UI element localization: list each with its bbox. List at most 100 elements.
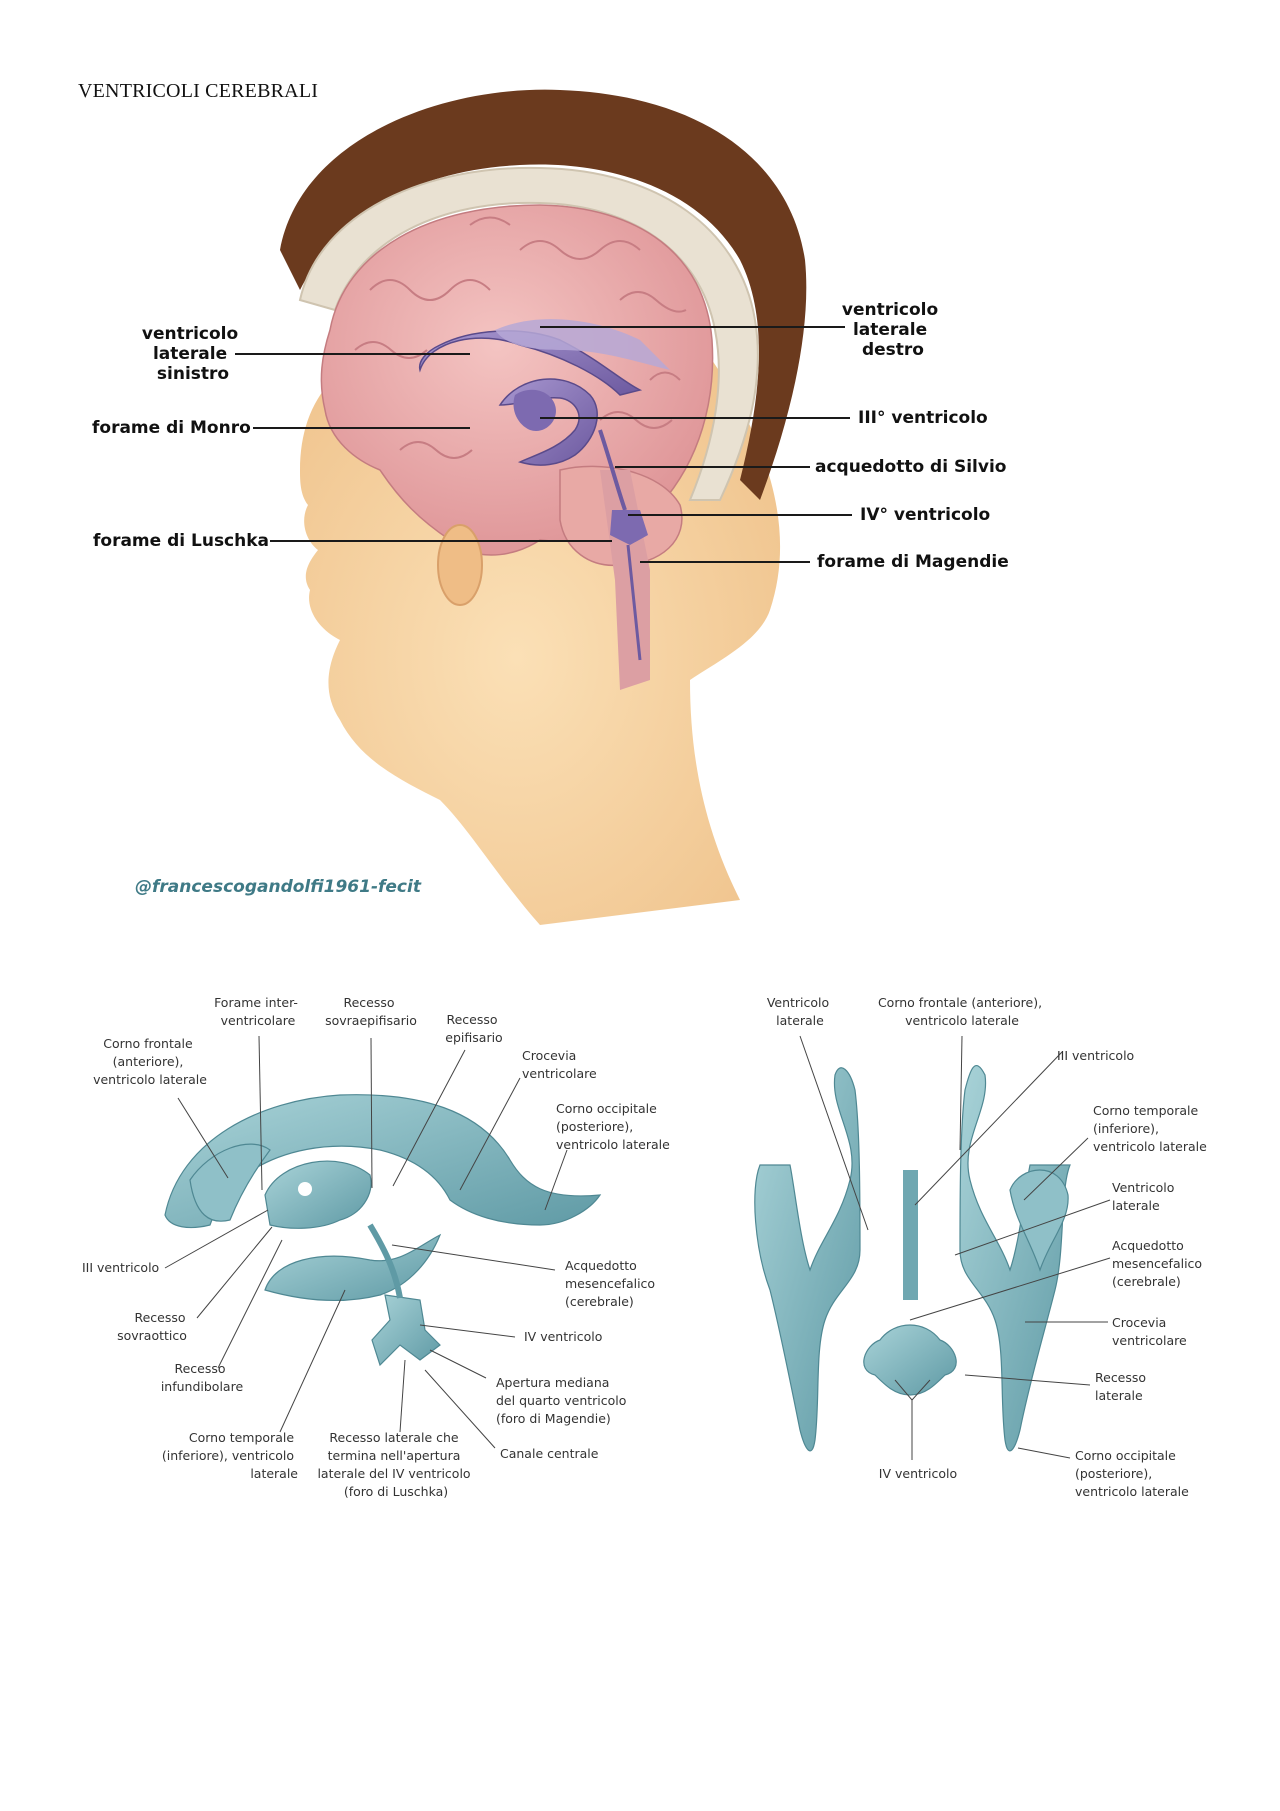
label-ventricolo-laterale-fig3-right-1: Ventricolo xyxy=(1112,1180,1174,1195)
label-ventricolo-laterale-fig3-2: laterale xyxy=(776,1013,824,1028)
svg-text:Corno temporale (inferio: Corno temporale (inferiore), ventricolo … xyxy=(1093,1103,1207,1154)
label-ventricolo-laterale-sinistro-1: ventricolo xyxy=(142,324,238,344)
figure1-leaders xyxy=(235,326,852,563)
label-apertura-mediana-2: del quarto ventricolo xyxy=(496,1393,626,1408)
label-corno-occipitale-fig3-2: (posteriore), xyxy=(1075,1466,1152,1481)
label-ventricolo-laterale-sinistro-3: sinistro xyxy=(157,364,229,384)
label-crocevia-fig3-1: Crocevia xyxy=(1112,1315,1166,1330)
label-apertura-mediana-1: Apertura mediana xyxy=(496,1375,609,1390)
label-canale-centrale: Canale centrale xyxy=(500,1446,599,1461)
svg-text:Recesso laterale che ter: Recesso laterale che termina nell'apertu… xyxy=(317,1430,474,1499)
figure2-leaders xyxy=(164,1035,568,1449)
label-recesso-sovraottico-1: Recesso xyxy=(134,1310,185,1325)
cast-frontal-horn xyxy=(189,1143,271,1222)
label-ventricolo-laterale-fig3-right-2: laterale xyxy=(1112,1198,1160,1213)
brain-gyri xyxy=(354,216,687,459)
label-corno-frontale-3: ventricolo laterale xyxy=(93,1072,207,1087)
svg-text:Recesso epifisario: Recesso epifisario xyxy=(445,1012,502,1045)
svg-text:Corno frontale (anteriore),: Corno frontale (anteriore), ventricolo l… xyxy=(878,995,1046,1028)
svg-text:Forame inter- ventricola: Forame inter- ventricolare xyxy=(214,995,302,1028)
head-hair xyxy=(280,89,807,500)
svg-text:Corno frontale (anterior: Corno frontale (anteriore), ventricolo l… xyxy=(93,1036,207,1087)
label-corno-temporale-fig3-1: Corno temporale xyxy=(1093,1103,1198,1118)
label-terzo-ventricolo-fig3: III ventricolo xyxy=(1057,1048,1134,1063)
label-corno-temporale-2: (inferiore), ventricolo xyxy=(162,1448,294,1463)
label-recesso-sovraepifisario-2: sovraepifisario xyxy=(325,1013,417,1028)
label-apertura-mediana-3: (foro di Magendie) xyxy=(496,1411,611,1426)
svg-text:Corno temporale (inferio: Corno temporale (inferiore), ventricolo … xyxy=(162,1430,298,1481)
label-recesso-laterale-fig3-1: Recesso xyxy=(1095,1370,1146,1385)
label-recesso-sovraottico-2: sovraottico xyxy=(117,1328,187,1343)
svg-text:Recesso laterale: Recesso laterale xyxy=(1095,1370,1150,1403)
label-recesso-laterale-fig3-2: laterale xyxy=(1095,1388,1143,1403)
label-ventricolo-laterale-destro-2: laterale xyxy=(853,320,927,340)
label-corno-temporale-fig3-2: (inferiore), xyxy=(1093,1121,1159,1136)
label-recesso-laterale-fig2-4: (foro di Luschka) xyxy=(344,1484,448,1499)
label-corno-frontale-fig3-1: Corno frontale (anteriore), xyxy=(878,995,1042,1010)
label-corno-frontale-2: (anteriore), xyxy=(113,1054,184,1069)
cast-third-ventricle xyxy=(264,1160,372,1229)
label-crocevia-fig3-2: ventricolare xyxy=(1112,1333,1187,1348)
cast-right-temporal xyxy=(1009,1169,1069,1272)
label-quarto-ventricolo-fig3: IV ventricolo xyxy=(879,1466,957,1481)
label-corno-occipitale-fig3-1: Corno occipitale xyxy=(1075,1448,1176,1463)
label-corno-temporale-3: laterale xyxy=(250,1466,298,1481)
label-recesso-epifisario-2: epifisario xyxy=(445,1030,502,1045)
label-recesso-laterale-fig2-2: termina nell'apertura xyxy=(328,1448,461,1463)
label-corno-temporale-1: Corno temporale xyxy=(189,1430,294,1445)
label-corno-occipitale-fig3-3: ventricolo laterale xyxy=(1075,1484,1189,1499)
cast-left-lateral xyxy=(754,1067,861,1452)
central-canal xyxy=(626,544,642,661)
label-forame-interventricolare-2: ventricolare xyxy=(221,1013,296,1028)
cast-interventricular-foramen xyxy=(298,1182,312,1196)
svg-text:Ventricolo laterale: Ventricolo laterale xyxy=(1112,1180,1178,1213)
label-ventricolo-laterale-fig3-1: Ventricolo xyxy=(767,995,829,1010)
svg-text:Acquedotto mesencefalico: Acquedotto mesencefalico (cerebrale) xyxy=(565,1258,659,1309)
label-terzo-ventricolo-fig2: III ventricolo xyxy=(82,1260,159,1275)
label-forame-di-monro: forame di Monro xyxy=(92,418,251,438)
label-recesso-sovraepifisario-1: Recesso xyxy=(343,995,394,1010)
label-forame-di-magendie: forame di Magendie xyxy=(817,552,1009,572)
superior-ventricle-cast-figure: Ventricolo laterale Corno frontale (ante… xyxy=(754,995,1207,1499)
label-ventricolo-laterale-sinistro-2: laterale xyxy=(153,344,227,364)
label-recesso-laterale-fig2-1: Recesso laterale che xyxy=(329,1430,458,1445)
label-acquedotto-fig2-2: mesencefalico xyxy=(565,1276,655,1291)
cast-aqueduct xyxy=(367,1223,403,1299)
label-corno-occipitale-3: ventricolo laterale xyxy=(556,1137,670,1152)
label-recesso-infundibolare-2: infundibolare xyxy=(161,1379,244,1394)
svg-text:Crocevia ventricolare: Crocevia ventricolare xyxy=(522,1048,597,1081)
ear xyxy=(437,524,483,606)
svg-text:Recesso sovraottico: Recesso sovraottico xyxy=(117,1310,189,1343)
svg-text:Corno occipitale (poster: Corno occipitale (posteriore), ventricol… xyxy=(556,1101,670,1152)
label-corno-frontale-fig3-2: ventricolo laterale xyxy=(905,1013,1019,1028)
label-quarto-ventricolo-fig2: IV ventricolo xyxy=(524,1329,602,1344)
page-title: VENTRICOLI CEREBRALI xyxy=(78,80,319,102)
aqueduct-silvio xyxy=(598,429,627,511)
figure3-leaders xyxy=(799,1035,1111,1460)
cast-fourth-ventricle xyxy=(371,1294,441,1367)
svg-text:ventricolo laterale: ventricolo laterale destro xyxy=(842,300,944,360)
ventricle-fourth xyxy=(610,510,648,545)
label-forame-di-luschka: forame di Luschka xyxy=(93,531,269,551)
label-corno-temporale-fig3-3: ventricolo laterale xyxy=(1093,1139,1207,1154)
label-corno-frontale-1: Corno frontale xyxy=(103,1036,193,1051)
svg-text:Ventricolo laterale: Ventricolo laterale xyxy=(767,995,833,1028)
label-recesso-epifisario-1: Recesso xyxy=(446,1012,497,1027)
lateral-ventricle-cast-figure: Forame inter- ventricolare Recesso sovra… xyxy=(82,995,670,1499)
cast-third-ventricle-top xyxy=(903,1170,918,1300)
svg-text:Acquedotto mesencefalico: Acquedotto mesencefalico (cerebrale) xyxy=(1112,1238,1206,1289)
svg-text:ventricolo laterale: ventricolo laterale sinistro xyxy=(142,324,244,384)
label-ventricolo-laterale-destro-1: ventricolo xyxy=(842,300,938,320)
svg-text:Crocevia ventricolare: Crocevia ventricolare xyxy=(1112,1315,1187,1348)
label-acquedotto-fig2-3: (cerebrale) xyxy=(565,1294,634,1309)
credit-text: @francescogandolfi1961-fecit xyxy=(135,877,422,897)
label-terzo-ventricolo: III° ventricolo xyxy=(858,408,988,428)
ventricle-third xyxy=(513,389,556,431)
label-acquedotto-fig3-1: Acquedotto xyxy=(1112,1238,1184,1253)
label-recesso-infundibolare-1: Recesso xyxy=(174,1361,225,1376)
label-crocevia-ventricolare-1: Crocevia xyxy=(522,1048,576,1063)
svg-text:Apertura mediana del qua: Apertura mediana del quarto ventricolo (… xyxy=(496,1375,630,1426)
label-acquedotto-fig2-1: Acquedotto xyxy=(565,1258,637,1273)
label-corno-occipitale-1: Corno occipitale xyxy=(556,1101,657,1116)
